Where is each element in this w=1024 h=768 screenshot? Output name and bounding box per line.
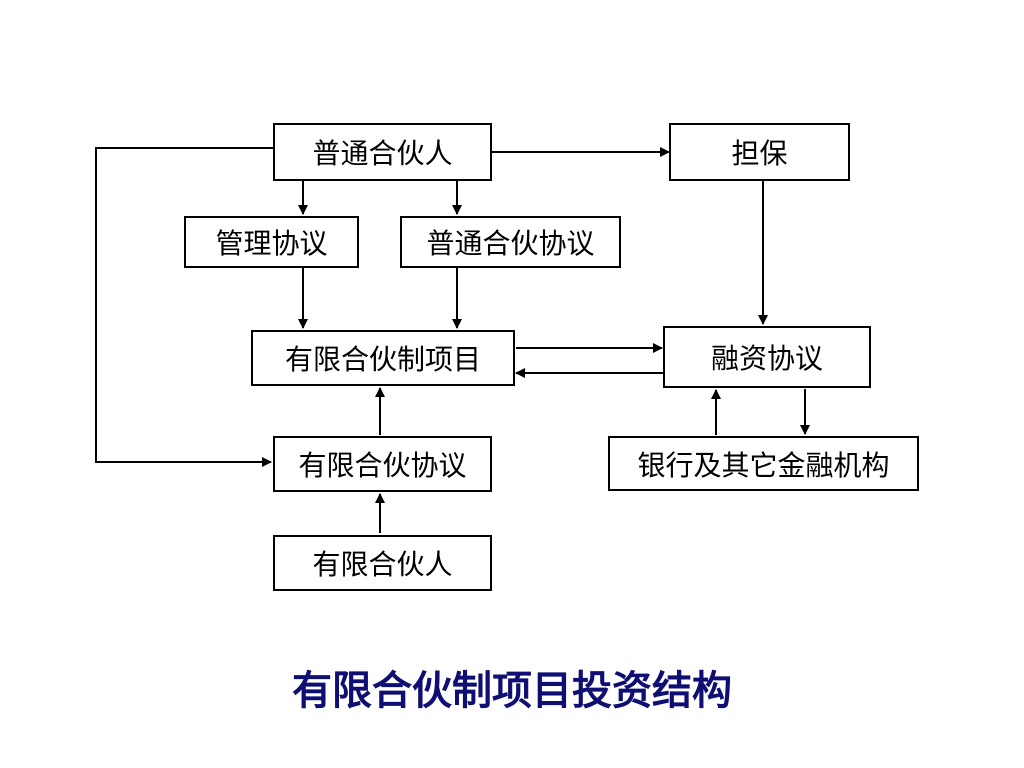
node-financing-agreement: 融资协议 — [663, 326, 871, 388]
node-guarantee: 担保 — [669, 123, 850, 181]
node-banks: 银行及其它金融机构 — [608, 436, 919, 491]
diagram-title: 有限合伙制项目投资结构 — [292, 667, 732, 714]
node-limited-partner: 有限合伙人 — [273, 535, 492, 591]
node-general-partner: 普通合伙人 — [273, 123, 492, 181]
node-lp-project: 有限合伙制项目 — [251, 330, 515, 386]
node-lp-agreement: 有限合伙协议 — [273, 436, 492, 492]
arrow-gp-to-lp-agreement — [95, 147, 273, 467]
node-management-agreement: 管理协议 — [184, 216, 359, 268]
node-general-partnership-agreement: 普通合伙协议 — [400, 216, 621, 268]
